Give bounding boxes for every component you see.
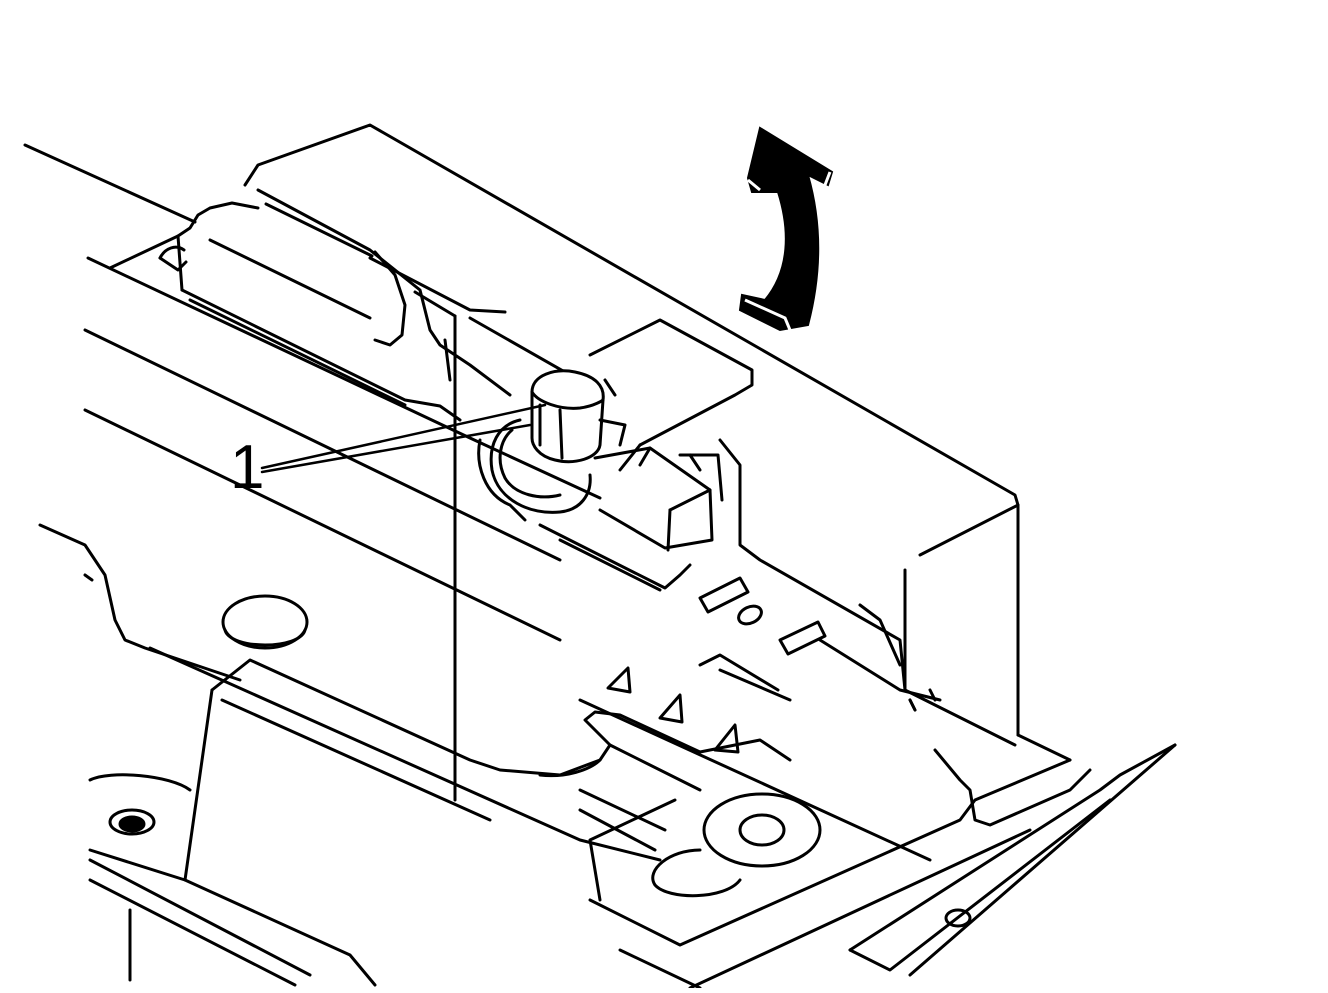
right-rail [578, 638, 1177, 990]
upper-rail [23, 143, 602, 642]
socket [588, 792, 822, 902]
connector-block [538, 446, 724, 592]
lower-panel [38, 523, 792, 987]
leader-line [260, 403, 547, 474]
lift-arrow-icon [738, 126, 834, 332]
bolt [477, 369, 627, 522]
mounting-holes [108, 594, 972, 928]
alignment-triangles [606, 653, 792, 754]
hinge-bracket [108, 201, 462, 422]
callout-label-1: 1 [230, 433, 264, 502]
slot-markers [698, 576, 827, 656]
module-housing [243, 123, 1072, 802]
